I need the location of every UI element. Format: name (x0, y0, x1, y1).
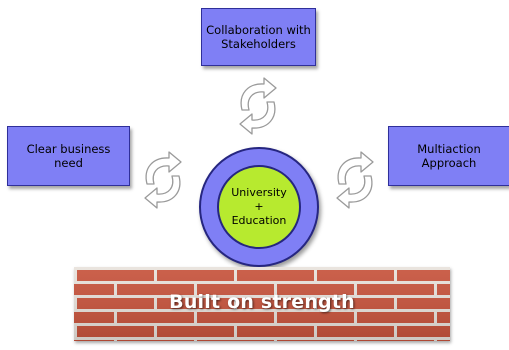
hub-line-1: University (231, 186, 287, 199)
cycle-arrows-icon (144, 151, 182, 209)
brick-pattern (74, 267, 450, 341)
multiaction-node: Multiaction Approach (388, 126, 509, 186)
brick-wall-foundation: Built on strength (74, 267, 450, 341)
foundation-label: Built on strength (169, 291, 355, 313)
collaboration-node-label: Collaboration with Stakeholders (206, 23, 311, 51)
cycle-arrows-icon (336, 151, 374, 209)
hub-line-2: + (254, 200, 264, 213)
hub-outer-ring: University + Education (199, 147, 319, 267)
multiaction-node-label: Multiaction Approach (417, 142, 481, 170)
collaboration-node: Collaboration with Stakeholders (201, 8, 316, 66)
hub-core: University + Education (217, 165, 301, 249)
hub-line-3: Education (231, 214, 287, 227)
cycle-arrows-icon (239, 77, 277, 135)
business-need-node-label: Clear business need (26, 142, 111, 170)
business-need-node: Clear business need (7, 126, 130, 186)
